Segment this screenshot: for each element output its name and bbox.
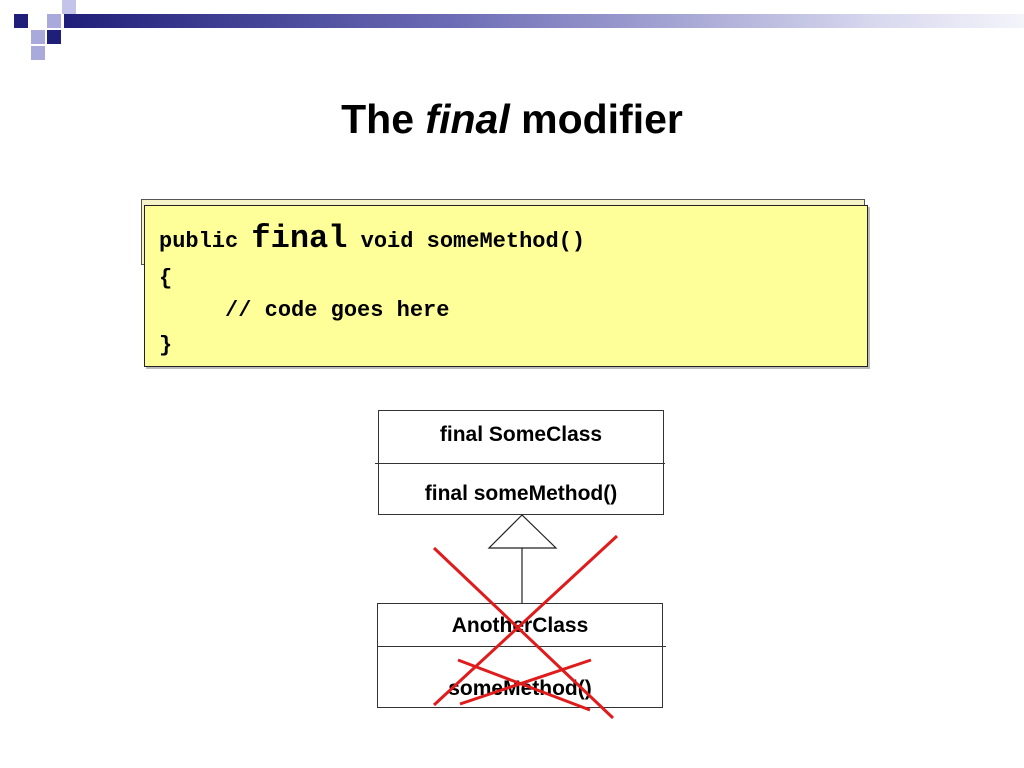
large-x-mark — [432, 534, 619, 720]
inheritance-arrowhead — [487, 514, 558, 549]
uml-subclass-box: AnotherClass someMethod() — [377, 603, 663, 708]
uml-superclass-box: final SomeClass final someMethod() — [378, 410, 664, 515]
code-line-3: // code goes here — [159, 298, 450, 323]
header-square-navy — [14, 14, 28, 28]
title-suffix: modifier — [521, 96, 683, 142]
header-square-lavender — [47, 14, 61, 28]
superclass-method: final someMethod() — [424, 482, 618, 505]
header-square-navy — [47, 30, 61, 44]
subclass-method: someMethod() — [448, 677, 592, 700]
superclass-name: final SomeClass — [439, 423, 603, 446]
header-square-lavender — [31, 30, 45, 44]
code-line-4: } — [159, 333, 173, 358]
header-decoration — [0, 0, 1024, 64]
header-square-lavender — [31, 46, 45, 60]
header-square-navy — [62, 0, 76, 14]
code-signature: void someMethod() — [347, 229, 586, 254]
page-title: The final modifier — [0, 96, 1024, 143]
subclass-divider — [377, 646, 666, 647]
code-final-keyword: final — [251, 220, 348, 257]
title-prefix: The — [341, 96, 415, 142]
small-x-mark — [457, 658, 592, 712]
title-emphasis: final — [425, 96, 510, 142]
superclass-divider — [375, 463, 665, 464]
code-line-2: { — [159, 266, 173, 291]
code-line-1: public final void someMethod() — [159, 220, 585, 257]
header-gradient-bar — [64, 14, 1024, 28]
code-public: public — [159, 229, 252, 254]
code-box: public final void someMethod() { // code… — [144, 205, 868, 367]
